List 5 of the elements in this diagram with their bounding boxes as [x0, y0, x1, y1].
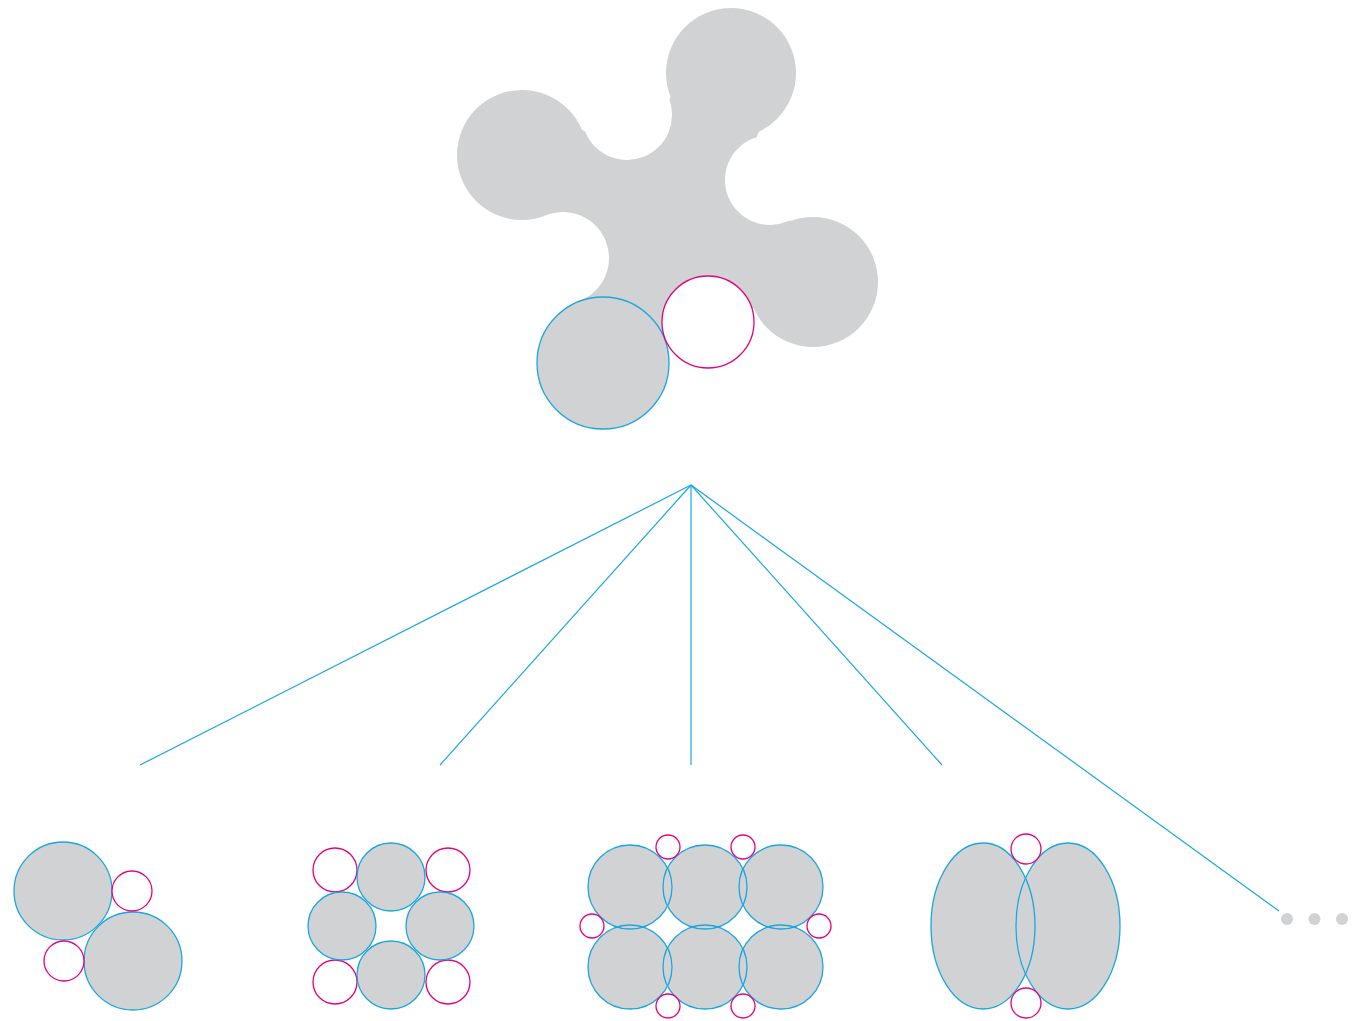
connector-line [439, 484, 692, 766]
connector-line [690, 484, 943, 766]
connector-line [690, 484, 692, 766]
ellipsis-dots-icon [1279, 911, 1350, 927]
connector-line [139, 484, 692, 766]
